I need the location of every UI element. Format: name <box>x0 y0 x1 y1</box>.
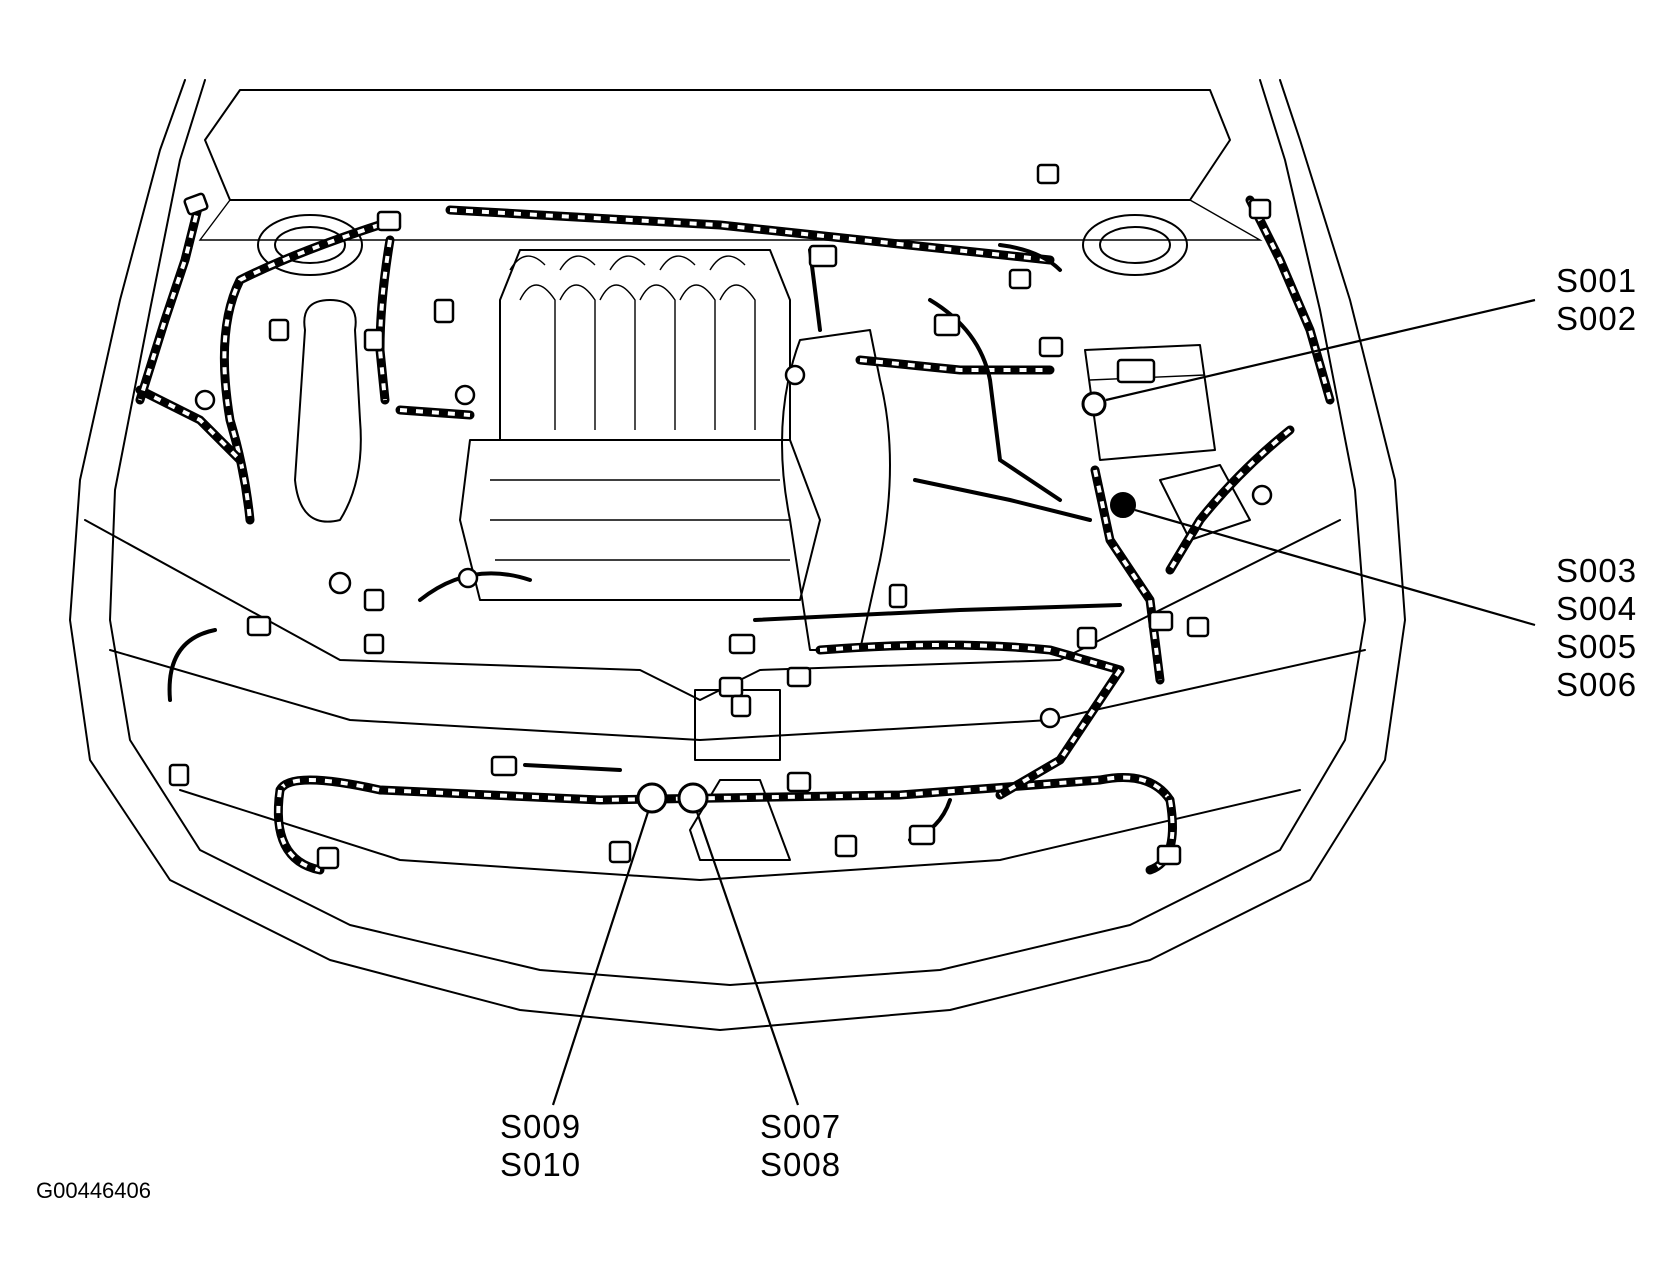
main-harness <box>135 195 475 525</box>
right-strut-tower <box>1099 226 1171 264</box>
leader-s009-s010 <box>551 811 650 1106</box>
radiator-support <box>84 519 1341 701</box>
label-group-s001-s002: S001 S002 <box>1556 262 1637 338</box>
left-strut-tower-ring <box>257 214 363 276</box>
splice-marker-s007-s008 <box>677 782 709 814</box>
splice-marker-s001-s002 <box>1081 391 1107 417</box>
front-bumper-upper <box>109 649 1366 741</box>
front-harness <box>273 205 1177 875</box>
front-bumper-lower <box>179 789 1301 881</box>
hood-outline <box>69 79 1406 1031</box>
hood-inner-outline <box>109 79 1366 986</box>
air-intake-duct <box>781 329 891 651</box>
label-group-s009-s010: S009 S010 <box>500 1108 581 1184</box>
splice-label-s005: S005 <box>1556 628 1638 665</box>
splice-label-s007: S007 <box>760 1108 842 1145</box>
leader-s007-s008 <box>695 811 800 1106</box>
splice-label-s002: S002 <box>1556 300 1638 337</box>
splice-label-s008: S008 <box>760 1146 842 1183</box>
cowl-panel <box>204 89 1231 201</box>
grille-opening <box>689 779 791 861</box>
splice-label-s001: S001 <box>1556 262 1638 299</box>
connectors <box>168 163 1272 870</box>
right-harness <box>855 195 1335 685</box>
label-group-s003-s006: S003 S004 S005 S006 <box>1556 552 1637 704</box>
intake-manifold <box>499 249 791 441</box>
splice-label-s003: S003 <box>1556 552 1638 589</box>
battery <box>1084 344 1216 461</box>
ground-terminals <box>194 364 1273 729</box>
splice-label-s010: S010 <box>500 1146 582 1183</box>
figure-id: G00446406 <box>36 1178 151 1203</box>
left-strut-tower <box>274 226 346 264</box>
right-strut-tower-ring <box>1082 214 1188 276</box>
coolant-reservoir <box>294 299 362 523</box>
leader-s003-s006 <box>1134 508 1536 627</box>
hood-latch-bracket <box>694 689 781 761</box>
leader-s001-s002 <box>1105 298 1536 402</box>
cowl-lower-edge <box>198 199 1263 241</box>
engine-cover-ribs <box>490 479 790 561</box>
splice-marker-s003-s006 <box>1110 492 1136 518</box>
splice-marker-s009-s010 <box>636 782 668 814</box>
relay-box <box>1159 464 1251 541</box>
splice-label-s009: S009 <box>500 1108 582 1145</box>
label-group-s007-s008: S007 S008 <box>760 1108 841 1184</box>
splice-label-s006: S006 <box>1556 666 1638 703</box>
engine-block <box>459 439 821 601</box>
splice-label-s004: S004 <box>1556 590 1638 627</box>
branch-wires <box>167 243 1122 842</box>
